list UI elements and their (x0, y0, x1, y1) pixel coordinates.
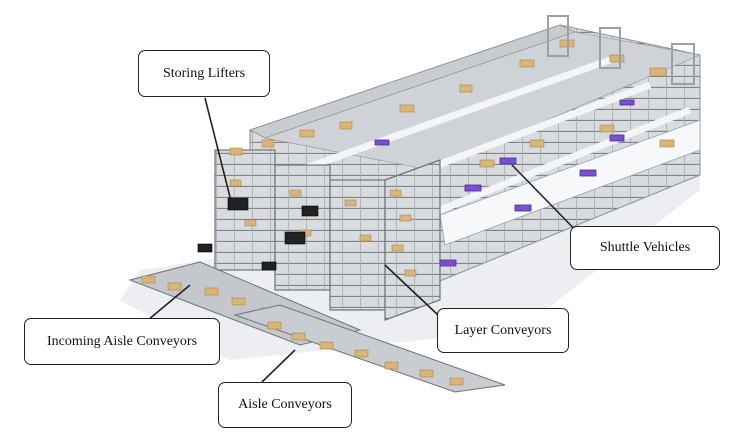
leader-incoming-aisle-conveyors (147, 284, 191, 321)
lift-masts (547, 15, 695, 85)
callout-storing-lifters: Storing Lifters (138, 50, 270, 97)
callout-incoming-aisle-conveyors: Incoming Aisle Conveyors (24, 318, 220, 365)
storage-boxes (229, 39, 675, 277)
shuttle-vehicles (374, 99, 635, 267)
callout-storing-lifters-text: Storing Lifters (162, 65, 246, 81)
callout-layer-conveyors-text: Layer Conveyors (454, 322, 552, 338)
callout-aisle-conveyors-text: Aisle Conveyors (238, 397, 332, 412)
callout-shuttle-vehicles: Shuttle Vehicles (570, 226, 720, 270)
aisle-conveyor (233, 304, 506, 393)
leader-aisle-conveyors (261, 349, 296, 383)
callout-shuttle-vehicles-text: Shuttle Vehicles (599, 240, 691, 255)
callout-aisle-conveyors: Aisle Conveyors (218, 382, 352, 428)
aisle-opening (439, 119, 701, 246)
callout-layer-conveyors: Layer Conveyors (437, 308, 569, 353)
storing-lifters (197, 197, 319, 271)
leader-storing-lifters (204, 97, 233, 206)
callout-incoming-aisle-conveyors-text: Incoming Aisle Conveyors (46, 333, 198, 349)
leader-layer-conveyors (384, 264, 439, 316)
